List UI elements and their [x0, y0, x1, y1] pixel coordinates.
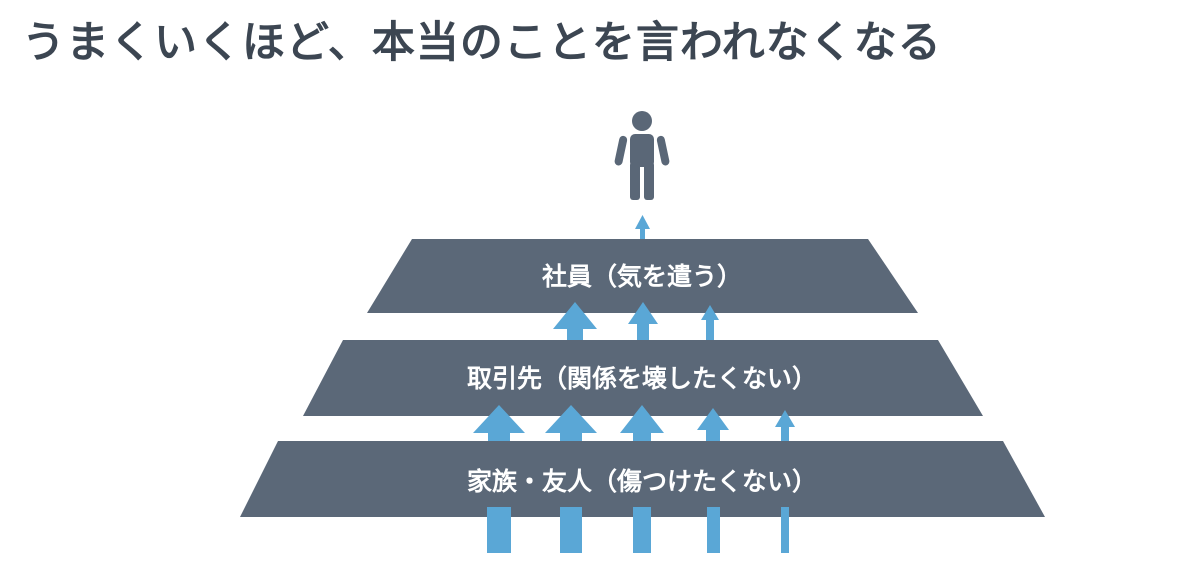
arrow-stem: [781, 507, 789, 553]
tier-business-partners: 取引先（関係を壊したくない）: [303, 340, 983, 416]
arrow-stem: [633, 507, 651, 553]
tier-family-friends: 家族・友人（傷つけたくない）: [240, 441, 1045, 517]
tier-band: [303, 340, 983, 416]
person-icon: [614, 111, 670, 200]
arrow-up: [701, 305, 719, 352]
arrow-stem: [560, 507, 582, 553]
tier-employees: 社員（気を遣う）: [367, 239, 918, 313]
arrow-stem: [487, 507, 511, 553]
tier-label: 取引先（関係を壊したくない）: [467, 364, 817, 393]
tier-label: 家族・友人（傷つけたくない）: [467, 467, 817, 496]
tier-band: [367, 239, 918, 313]
tier-label: 社員（気を遣う）: [542, 262, 742, 291]
arrow-up: [775, 410, 795, 453]
arrow-stem: [707, 507, 720, 553]
tier-band: [240, 441, 1045, 517]
slide-title: うまくいくほど、本当のことを言われなくなる: [22, 18, 942, 68]
arrow-to-person: [635, 215, 650, 240]
arrows-row-3: [487, 507, 789, 553]
